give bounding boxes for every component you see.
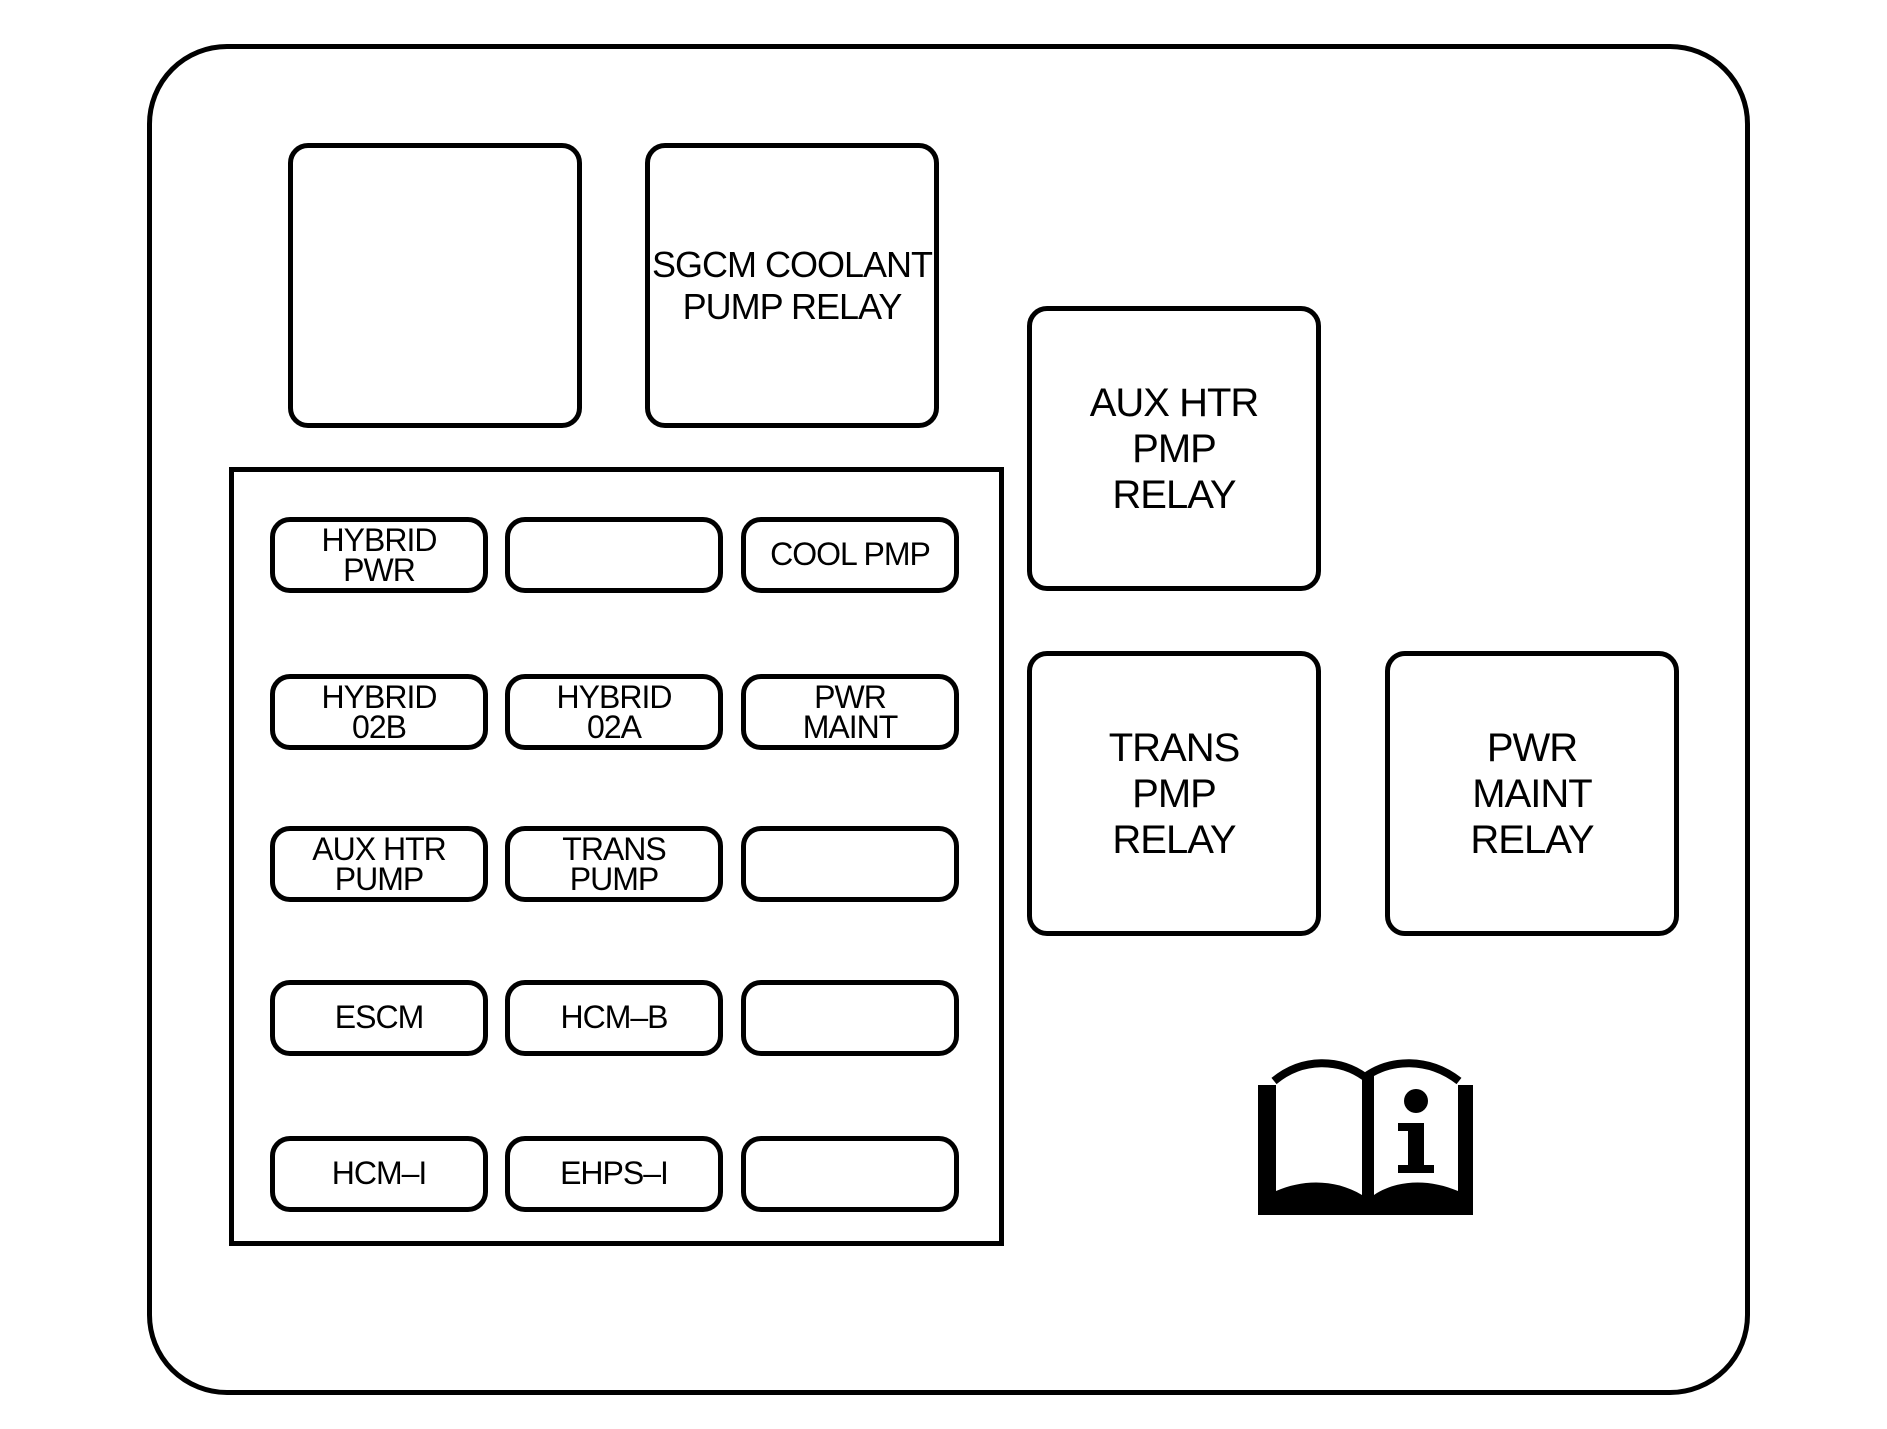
fuse-escm: ESCM xyxy=(270,980,488,1056)
fuse-block xyxy=(229,467,1004,1246)
fuse-hcm-b: HCM–B xyxy=(505,980,723,1056)
fuse-empty xyxy=(741,980,959,1056)
fuse-ehps-i: EHPS–I xyxy=(505,1136,723,1212)
relay-trans-pmp: TRANS PMP RELAY xyxy=(1027,651,1321,936)
fuse-label: EHPS–I xyxy=(560,1155,669,1192)
fuse-label: COOL PMP xyxy=(770,536,931,573)
fuse-aux-htr-pump: AUX HTR PUMP xyxy=(270,826,488,902)
fuse-label: HYBRID 02B xyxy=(321,678,438,745)
relay-sgcm-coolant-pump: SGCM COOLANT PUMP RELAY xyxy=(645,143,939,428)
fuse-label: HYBRID PWR xyxy=(321,521,438,588)
fuse-empty xyxy=(505,517,723,593)
fuse-label: ESCM xyxy=(334,999,424,1036)
fuse-empty xyxy=(741,826,959,902)
relay-aux-htr-pmp-label: AUX HTR PMP RELAY xyxy=(1089,380,1260,517)
fuse-box-panel xyxy=(147,44,1750,1395)
fuse-trans-pump: TRANS PUMP xyxy=(505,826,723,902)
fuse-pwr-maint: PWR MAINT xyxy=(741,674,959,750)
owner-manual-info-icon xyxy=(1258,1059,1473,1215)
fuse-hcm-i: HCM–I xyxy=(270,1136,488,1212)
fuse-cool-pmp: COOL PMP xyxy=(741,517,959,593)
relay-pwr-maint-label: PWR MAINT RELAY xyxy=(1470,725,1594,862)
fuse-label: TRANS PUMP xyxy=(562,830,666,897)
fuse-hybrid-pwr: HYBRID PWR xyxy=(270,517,488,593)
relay-trans-pmp-label: TRANS PMP RELAY xyxy=(1108,725,1241,862)
fuse-label: HCM–B xyxy=(560,999,668,1036)
fuse-label: HYBRID 02A xyxy=(556,678,673,745)
relay-blank xyxy=(288,143,582,428)
relay-aux-htr-pmp: AUX HTR PMP RELAY xyxy=(1027,306,1321,591)
fuse-hybrid-02b: HYBRID 02B xyxy=(270,674,488,750)
fuse-label: AUX HTR PUMP xyxy=(312,830,446,897)
fuse-label: PWR MAINT xyxy=(802,678,899,745)
relay-pwr-maint: PWR MAINT RELAY xyxy=(1385,651,1679,936)
fuse-hybrid-02a: HYBRID 02A xyxy=(505,674,723,750)
fuse-label: HCM–I xyxy=(331,1155,428,1192)
relay-sgcm-coolant-pump-label: SGCM COOLANT PUMP RELAY xyxy=(651,244,933,327)
fuse-empty xyxy=(741,1136,959,1212)
